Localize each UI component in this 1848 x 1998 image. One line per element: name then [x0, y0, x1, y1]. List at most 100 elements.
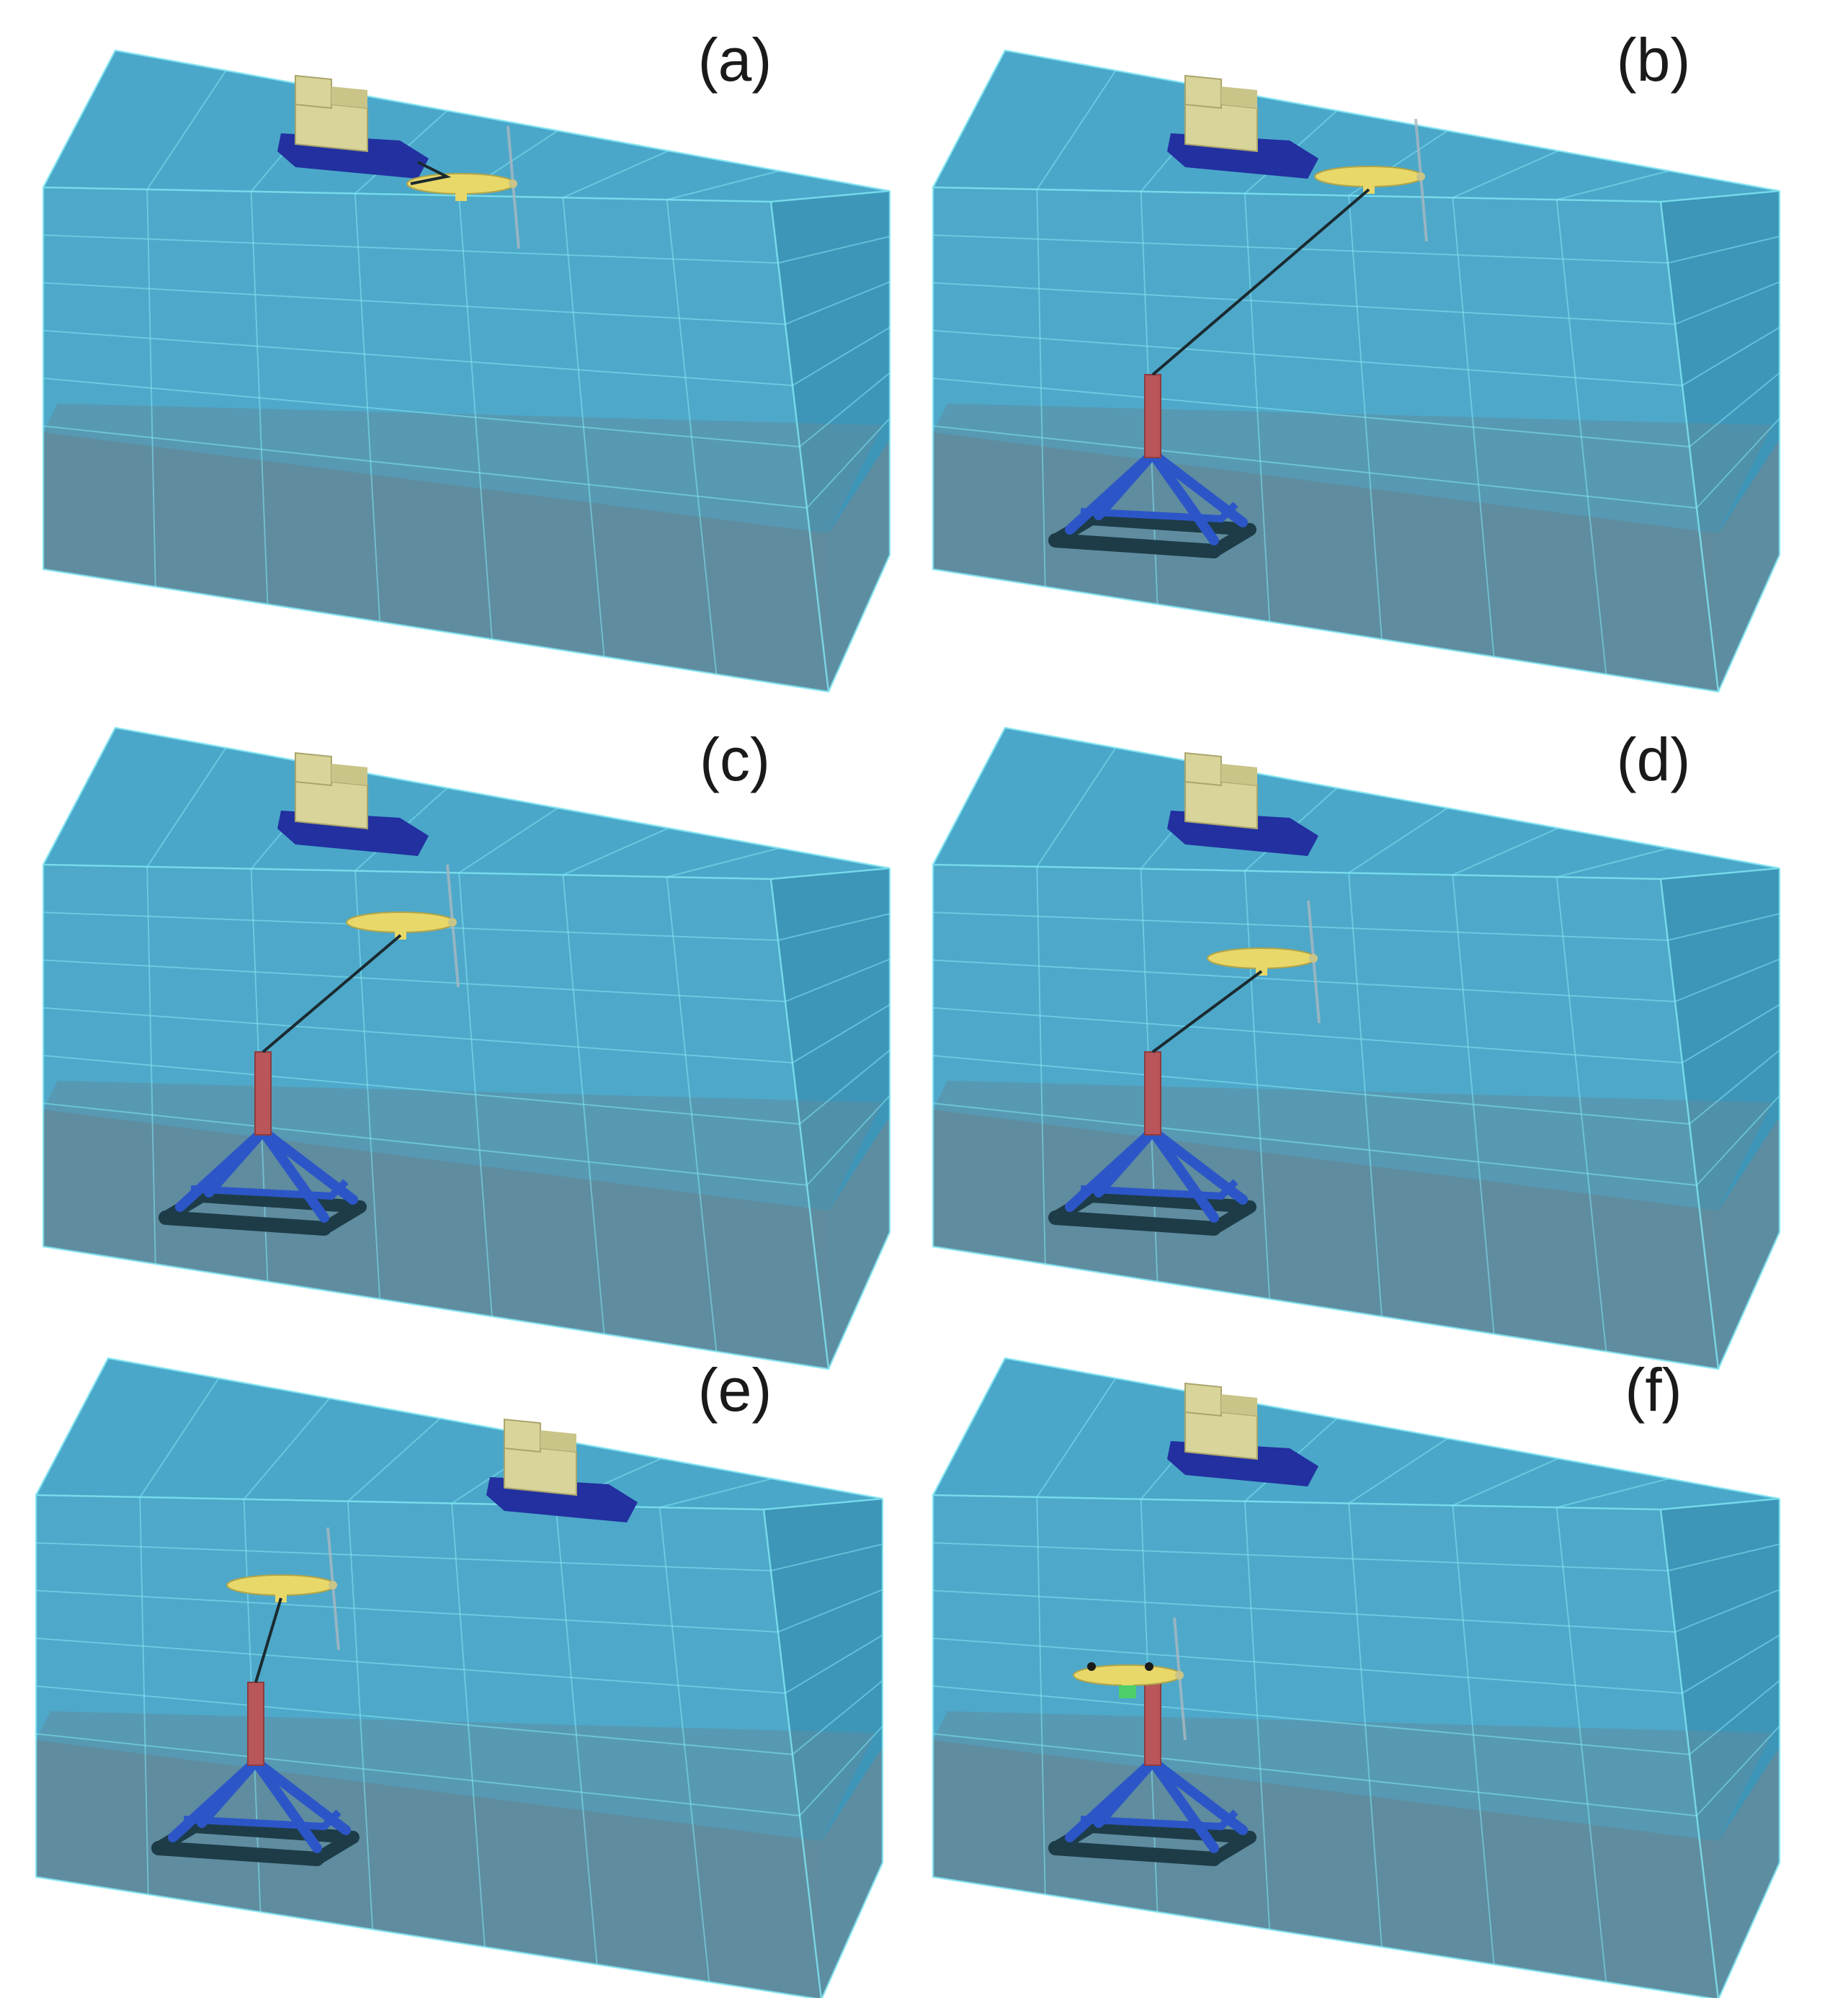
grid-top	[1452, 827, 1559, 876]
grid-top	[1556, 847, 1669, 878]
box-outline	[35, 1357, 884, 1998]
turbine-hub	[509, 179, 517, 188]
water-surface	[933, 50, 1780, 202]
grid-horizontal	[932, 1589, 1676, 1633]
box-outline	[932, 1357, 1781, 1998]
turbine-nacelle	[1314, 166, 1424, 187]
grid-side	[799, 372, 890, 447]
grid-side	[806, 1094, 890, 1186]
turbine-pod	[275, 1592, 287, 1602]
ship-cabin	[1184, 99, 1258, 153]
tow-line	[410, 161, 452, 185]
grid-side	[799, 1049, 890, 1125]
frame-base-bar	[151, 1841, 324, 1866]
panel-b	[932, 49, 1781, 693]
grid-top	[458, 807, 558, 874]
grid-side	[785, 281, 890, 325]
ship-bridge	[1184, 752, 1222, 787]
ship-bridge	[504, 1418, 541, 1453]
frame-leg	[1148, 1126, 1219, 1223]
grid-top	[563, 150, 669, 199]
ship	[486, 1418, 638, 1522]
ship	[1167, 1382, 1318, 1486]
turbine-nacelle	[1207, 947, 1316, 969]
water-surface	[43, 50, 890, 202]
frame-leg	[1094, 1757, 1158, 1828]
frame-brace	[190, 1179, 349, 1200]
grid-top	[146, 747, 227, 868]
riser-column	[254, 1051, 272, 1136]
grid-horizontal	[35, 1589, 779, 1633]
grid-side	[1689, 1049, 1780, 1125]
panel-c	[42, 726, 891, 1370]
grid-lines	[35, 1378, 883, 1982]
panel-label-d: (d)	[1617, 726, 1691, 793]
foundation-frame	[1048, 1051, 1256, 1236]
frame-leg	[1148, 449, 1219, 545]
grid-side	[785, 1634, 883, 1694]
grid-side	[785, 958, 890, 1002]
grid-top	[243, 1398, 330, 1500]
foundation-frame	[151, 1682, 360, 1866]
frame-leg	[197, 1757, 261, 1828]
mooring-line	[1151, 970, 1263, 1053]
grid-horizontal	[43, 1007, 793, 1063]
grid-side	[777, 236, 890, 264]
panel-label-a: (a)	[698, 26, 772, 94]
grid-horizontal	[35, 1637, 786, 1694]
grid-horizontal	[932, 1007, 1683, 1063]
water-surface	[933, 1358, 1780, 1509]
mooring-line	[1151, 188, 1370, 376]
riser-column	[1144, 374, 1161, 458]
turbine-nacelle	[406, 173, 516, 195]
grid-top	[1036, 70, 1117, 190]
grid-side	[1674, 281, 1780, 325]
grid-lines	[43, 747, 890, 1352]
grid-horizontal	[43, 234, 779, 264]
grid-horizontal	[43, 378, 800, 447]
panel-label-c: (c)	[700, 726, 770, 793]
grid-top	[659, 1478, 772, 1509]
grid-horizontal	[932, 425, 1697, 509]
ship-deck	[331, 764, 367, 785]
box-edge	[1659, 201, 1720, 692]
grid-horizontal	[932, 329, 1683, 386]
ship	[1167, 752, 1318, 856]
grid-side	[1696, 417, 1780, 509]
grid-top	[563, 827, 669, 876]
grid-horizontal	[932, 1733, 1697, 1816]
seabed-side	[829, 1117, 890, 1369]
grid-side	[1682, 1634, 1780, 1694]
frame-leg	[1148, 1757, 1219, 1853]
ship-bridge	[295, 74, 332, 110]
panel-f	[932, 1357, 1781, 1998]
grid-horizontal	[43, 959, 786, 1002]
seabed-side	[1718, 1117, 1780, 1369]
ship	[1167, 74, 1318, 179]
panel-a	[42, 49, 891, 693]
water-surface	[933, 728, 1780, 879]
lift-point	[1087, 1662, 1096, 1671]
grid-horizontal	[932, 959, 1676, 1002]
box-edge	[762, 1509, 823, 1998]
turbine-hub	[329, 1581, 337, 1589]
grid-top	[139, 1378, 220, 1498]
grid-horizontal	[35, 1542, 772, 1571]
riser-column	[1144, 1051, 1161, 1136]
grid-top	[666, 847, 780, 878]
box-edge	[769, 201, 830, 692]
grid-side	[792, 1680, 883, 1755]
seabed-front	[43, 1110, 829, 1369]
grid-side	[1682, 1004, 1780, 1063]
box-outline	[42, 49, 891, 693]
grid-top	[1452, 1458, 1559, 1507]
ship-bridge	[295, 752, 332, 787]
grid-top	[146, 70, 227, 190]
grid-top	[666, 170, 780, 201]
grid-side	[792, 326, 890, 386]
frame-base-bar	[1048, 1210, 1221, 1236]
turbine-nacelle	[226, 1574, 336, 1596]
grid-horizontal	[43, 329, 793, 386]
dock-clamp	[1119, 1685, 1136, 1698]
seabed-side	[829, 440, 890, 692]
